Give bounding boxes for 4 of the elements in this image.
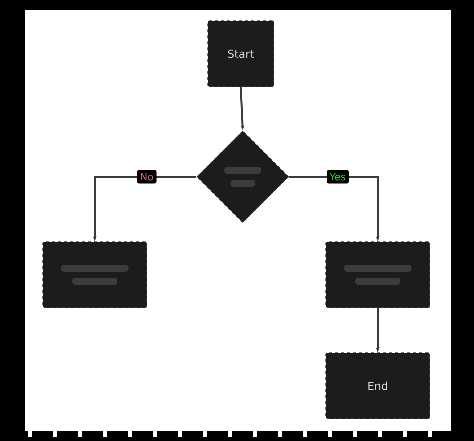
terminal-box: End [326, 352, 430, 420]
terminal-box: Start [208, 20, 274, 88]
decision-diamond [196, 130, 290, 224]
edge-label: No [137, 170, 157, 184]
